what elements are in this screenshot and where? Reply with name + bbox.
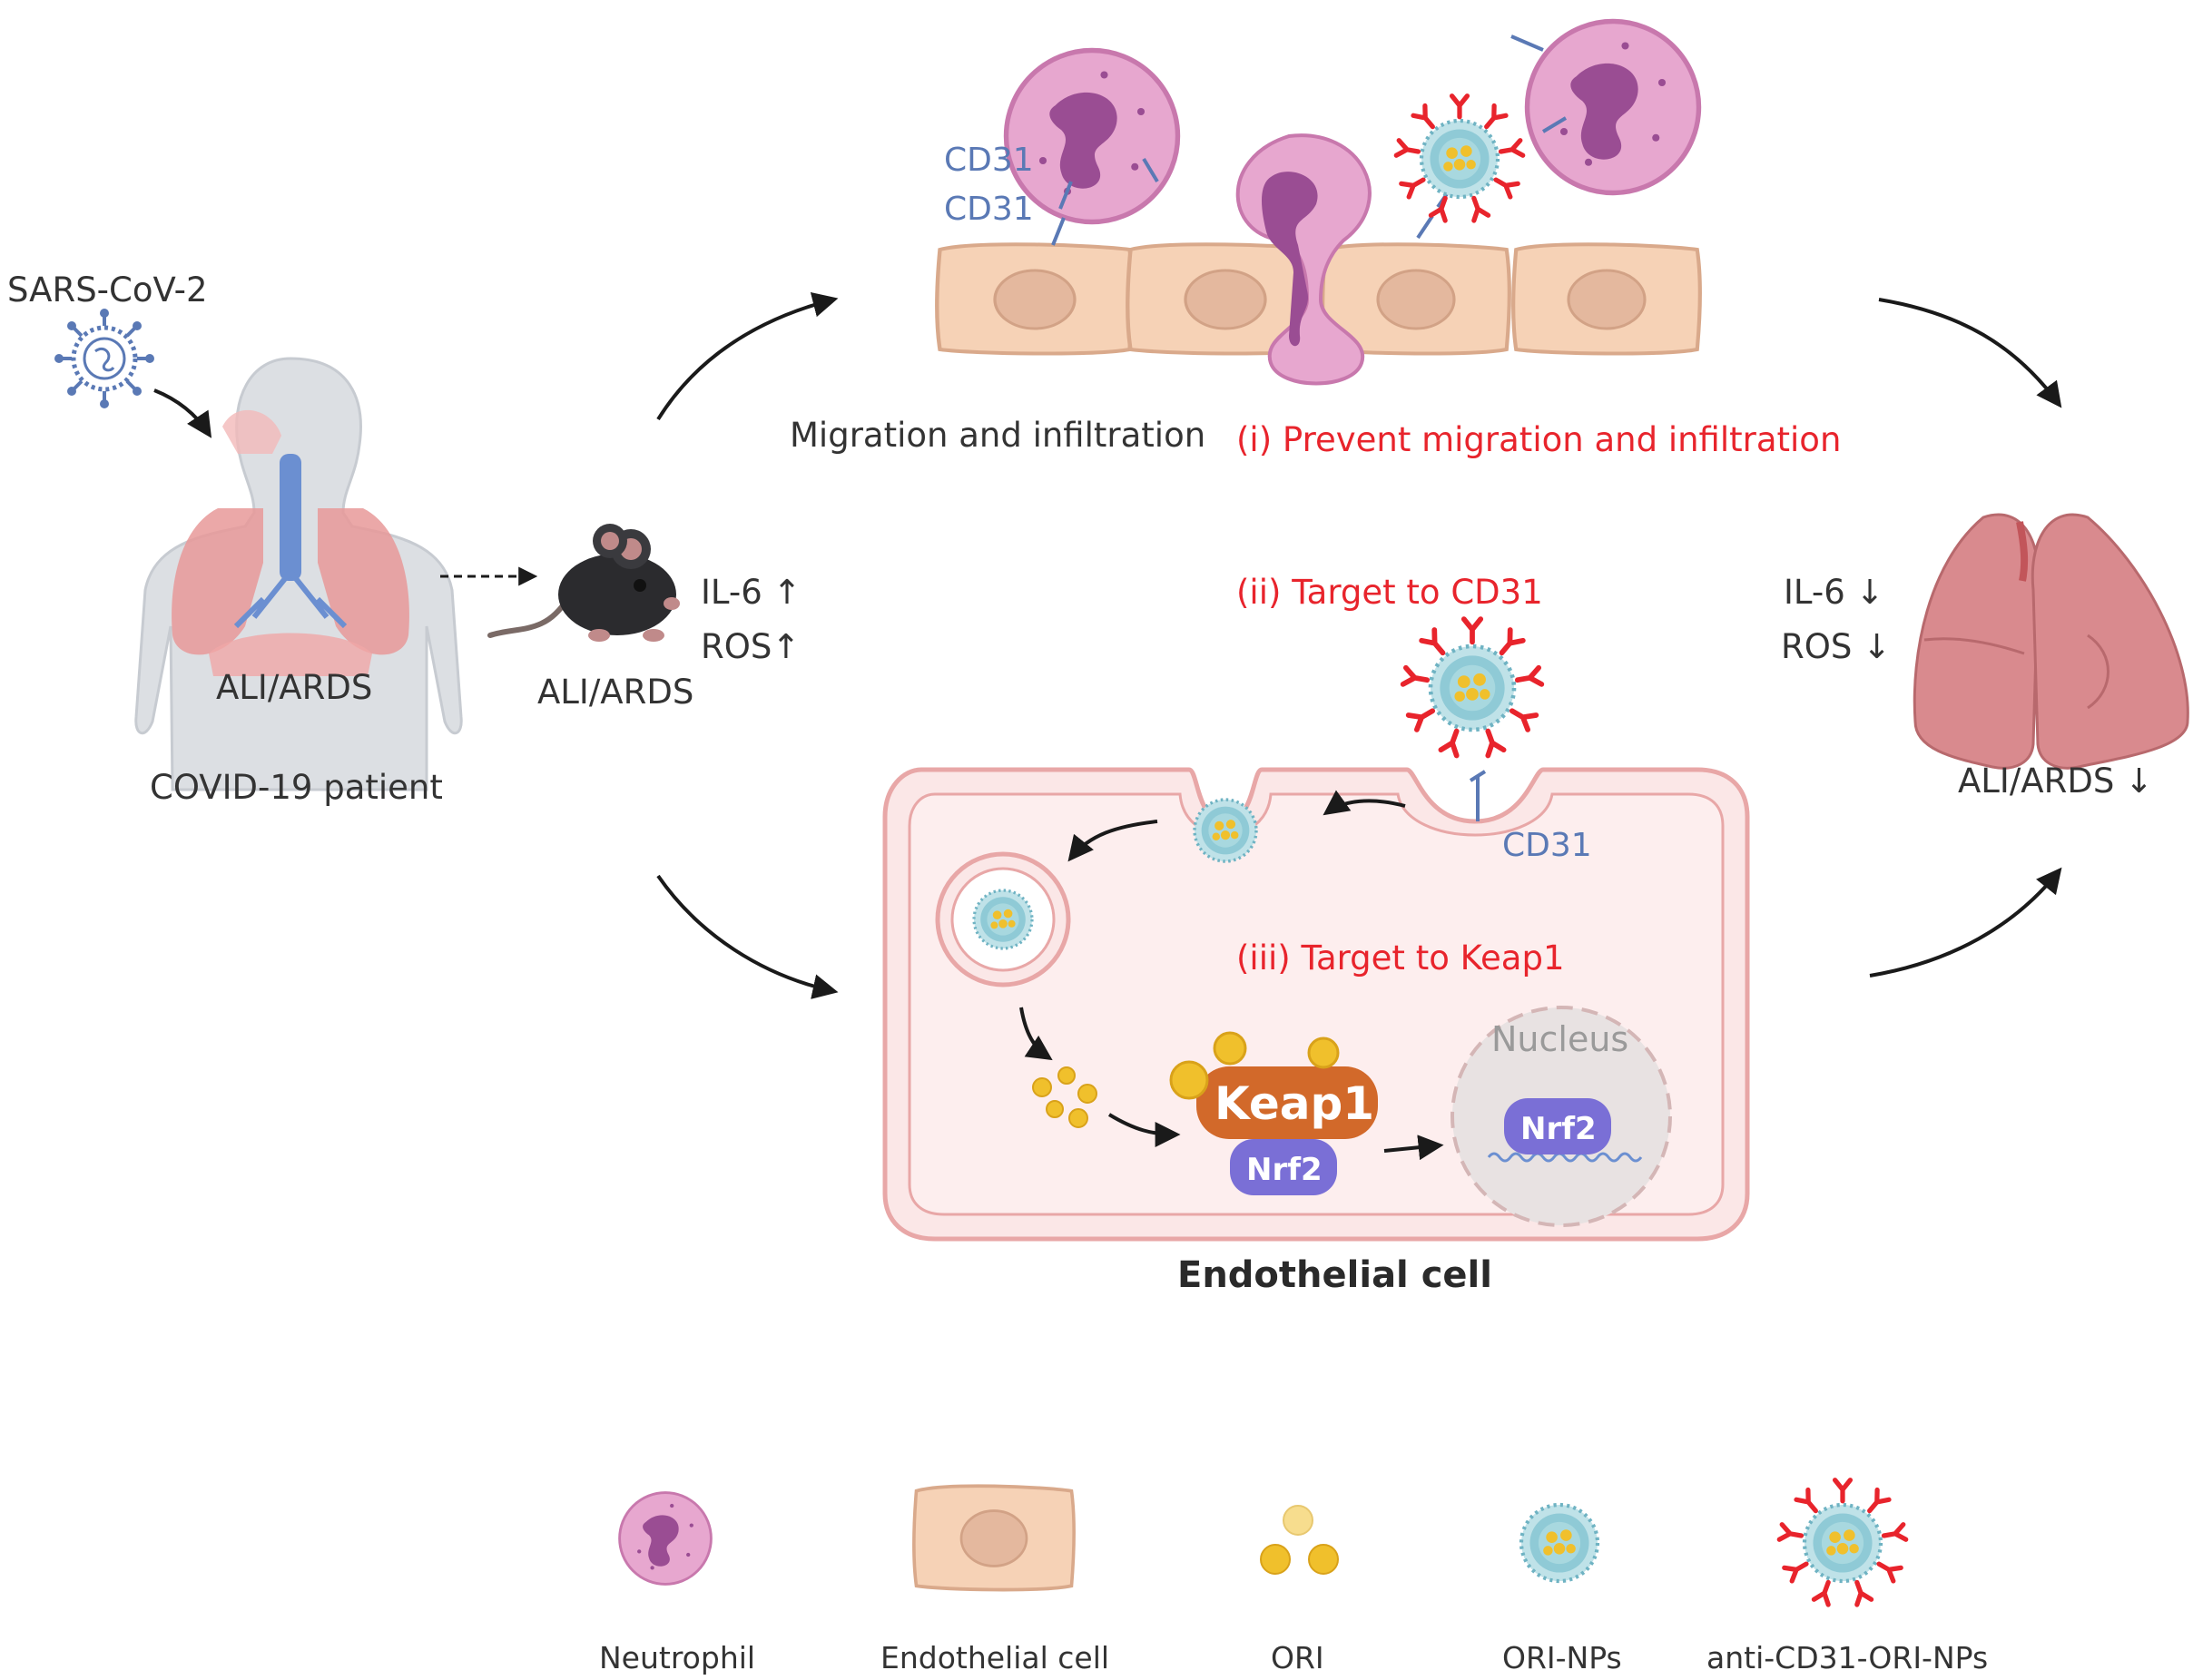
migration-label: Migration and infiltration: [790, 416, 1205, 455]
upper-outcome-arrow: [1878, 298, 2062, 408]
legend: [618, 1480, 1906, 1605]
step-iii-label: (iii) Target to Keap1: [1236, 938, 1565, 978]
outcome-il6-label: IL-6 ↓: [1784, 573, 1884, 612]
outcome-condition-label: ALI/ARDS ↓: [1958, 761, 2153, 801]
membrane-cd31-label: CD31: [1502, 827, 1592, 864]
anti-cd31-ori-np: [1396, 96, 1522, 221]
legend-endothelial-icon: [911, 1484, 1077, 1592]
nrf2-cytoplasm-label: Nrf2: [1246, 1152, 1323, 1188]
legend-neutrophil-icon: [618, 1491, 713, 1586]
mouse-condition-label: ALI/ARDS: [537, 673, 693, 712]
neutrophil-cell: [1528, 21, 1699, 192]
anti-cd31-ori-np-bound: [1403, 619, 1542, 755]
lower-outcome-arrow: [1869, 867, 2062, 978]
human-body-icon: [134, 357, 463, 791]
nucleus: [1451, 1006, 1672, 1227]
lungs-icon: [1913, 513, 2189, 770]
outcome-ros-label: ROS ↓: [1781, 627, 1891, 666]
binding-arrow: [1107, 1113, 1181, 1147]
endocytosing-np: [1193, 798, 1258, 863]
legend-label: Neutrophil: [599, 1640, 755, 1675]
keap1-label: Keap1: [1215, 1077, 1374, 1130]
mouse-icon: [487, 524, 680, 642]
legend-label: Endothelial cell: [880, 1640, 1109, 1675]
cd31-label-a: CD31: [944, 142, 1034, 179]
virus-icon: [54, 309, 154, 408]
translocation-arrow: [1383, 1135, 1444, 1161]
patient-caption: COVID-19 patient: [150, 768, 443, 807]
nrf2-nucleus-label: Nrf2: [1520, 1111, 1597, 1147]
mouse-il6-label: IL-6 ↑: [701, 573, 801, 612]
legend-label: anti-CD31-ORI-NPs: [1706, 1640, 1988, 1675]
endocytosis-arrow: [1323, 790, 1406, 816]
nucleus-label: Nucleus: [1491, 1019, 1628, 1059]
legend-ori-np-icon: [1521, 1505, 1598, 1581]
mouse-ros-label: ROS↑: [701, 627, 800, 666]
released-ori: [1032, 1066, 1097, 1128]
step-ii-label: (ii) Target to CD31: [1236, 573, 1543, 612]
step-i-label: (i) Prevent migration and infiltration: [1236, 420, 1841, 459]
endothelial-cell-caption: Endothelial cell: [1177, 1254, 1492, 1296]
migrating-neutrophil: [1235, 133, 1372, 386]
legend-label: ORI-NPs: [1502, 1640, 1622, 1675]
legend-anti-cd31-np-icon: [1779, 1480, 1905, 1605]
legend-label: ORI: [1271, 1640, 1324, 1675]
legend-ori-icon: [1260, 1505, 1339, 1575]
infection-arrow: [153, 388, 212, 438]
internalization-arrow: [1067, 820, 1158, 862]
upper-flow-arrow: [656, 292, 839, 421]
release-arrow: [1019, 1007, 1053, 1061]
cd31-receptor-membrane: [1469, 770, 1487, 821]
sars-cov-2-label: SARS-CoV-2: [7, 270, 208, 309]
lower-flow-arrow: [656, 874, 839, 999]
cd31-label-b: CD31: [944, 191, 1034, 228]
keap1-nrf2-complex: [1169, 1031, 1378, 1195]
endosome: [935, 851, 1071, 987]
patient-condition-label: ALI/ARDS: [216, 668, 372, 707]
